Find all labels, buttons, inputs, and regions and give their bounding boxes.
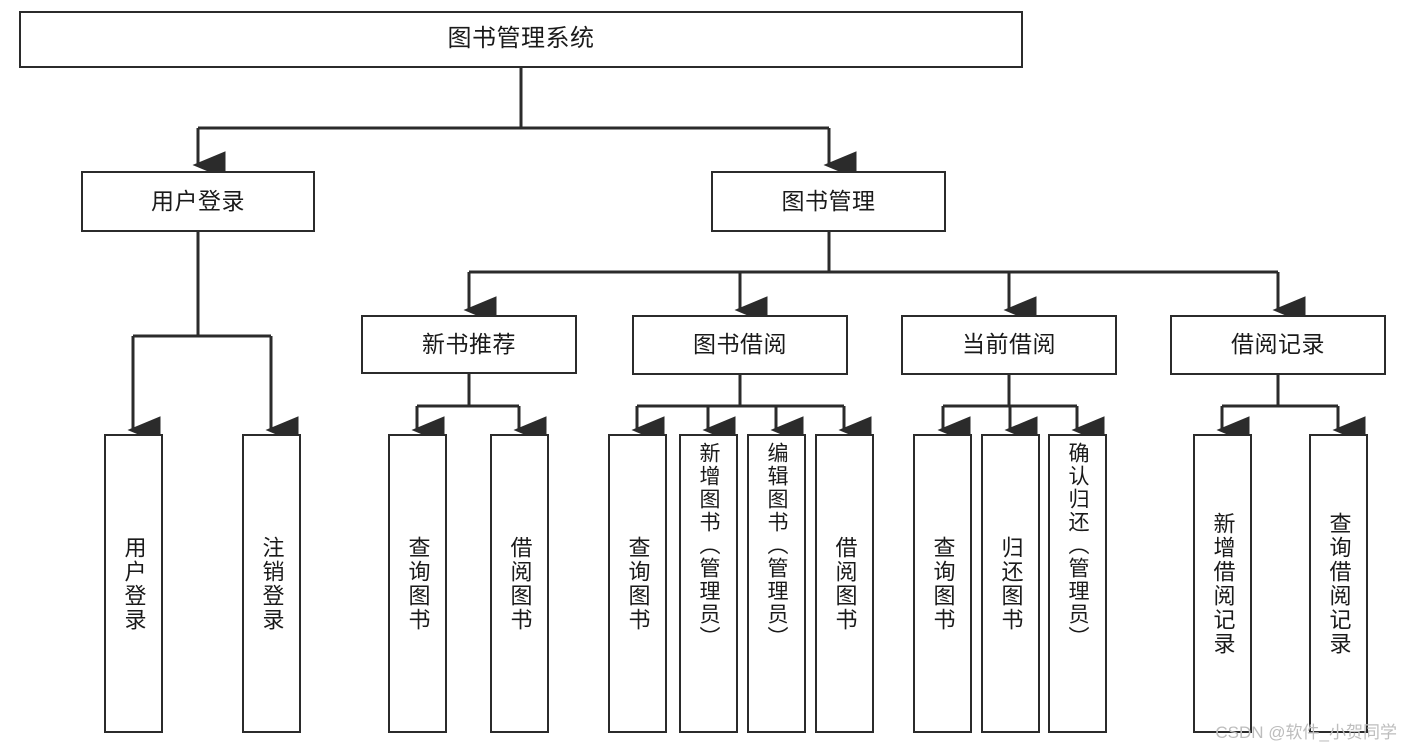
- node-leaf-query-record[interactable]: 查询借阅记录: [1309, 434, 1368, 733]
- node-leaf-borrow-book-2-label: 借阅图书: [832, 535, 858, 632]
- node-current-borrow-label: 当前借阅: [962, 331, 1056, 358]
- node-book-borrow[interactable]: 图书借阅: [632, 315, 848, 375]
- node-user-login-label: 用户登录: [151, 187, 245, 214]
- node-user-login[interactable]: 用户登录: [81, 171, 315, 232]
- node-current-borrow[interactable]: 当前借阅: [901, 315, 1117, 375]
- node-book-manage[interactable]: 图书管理: [711, 171, 946, 232]
- node-book-borrow-label: 图书借阅: [693, 331, 787, 358]
- node-leaf-borrow-book-1-label: 借阅图书: [507, 535, 533, 632]
- node-leaf-query-book-3[interactable]: 查询图书: [913, 434, 972, 733]
- node-leaf-borrow-book-2[interactable]: 借阅图书: [815, 434, 874, 733]
- node-root[interactable]: 图书管理系统: [19, 11, 1023, 68]
- node-leaf-user-logout-label: 注销登录: [259, 535, 285, 632]
- node-leaf-query-record-label: 查询借阅记录: [1326, 511, 1352, 656]
- node-leaf-user-logout[interactable]: 注销登录: [242, 434, 301, 733]
- node-leaf-return-book-label: 归还图书: [998, 535, 1024, 632]
- node-leaf-query-book-2-label: 查询图书: [625, 535, 651, 632]
- node-leaf-query-book-1-label: 查询图书: [405, 535, 431, 632]
- node-borrow-record[interactable]: 借阅记录: [1170, 315, 1386, 375]
- node-book-manage-label: 图书管理: [781, 187, 876, 214]
- node-leaf-query-book-1[interactable]: 查询图书: [388, 434, 447, 733]
- watermark: CSDN @软件_小贺同学: [1215, 723, 1397, 742]
- node-leaf-user-login[interactable]: 用户登录: [104, 434, 163, 733]
- node-leaf-add-record[interactable]: 新增借阅记录: [1193, 434, 1252, 733]
- node-leaf-user-login-label: 用户登录: [121, 535, 147, 632]
- node-leaf-borrow-book-1[interactable]: 借阅图书: [490, 434, 549, 733]
- node-leaf-add-book-admin[interactable]: 新增图书（管理员）: [679, 434, 738, 733]
- node-new-book-rec[interactable]: 新书推荐: [361, 315, 577, 374]
- node-leaf-confirm-return-admin[interactable]: 确认归还（管理员）: [1048, 434, 1107, 733]
- node-leaf-return-book[interactable]: 归还图书: [981, 434, 1040, 733]
- node-leaf-query-book-2[interactable]: 查询图书: [608, 434, 667, 733]
- node-leaf-edit-book-admin-label: 编辑图书（管理员）: [765, 442, 788, 649]
- node-leaf-edit-book-admin[interactable]: 编辑图书（管理员）: [747, 434, 806, 733]
- node-leaf-add-book-admin-label: 新增图书（管理员）: [697, 442, 720, 649]
- node-leaf-add-record-label: 新增借阅记录: [1210, 511, 1236, 656]
- node-leaf-query-book-3-label: 查询图书: [930, 535, 956, 632]
- node-leaf-confirm-return-admin-label: 确认归还（管理员）: [1066, 442, 1089, 649]
- node-root-label: 图书管理系统: [447, 25, 595, 53]
- node-borrow-record-label: 借阅记录: [1231, 331, 1325, 358]
- node-new-book-rec-label: 新书推荐: [422, 330, 516, 357]
